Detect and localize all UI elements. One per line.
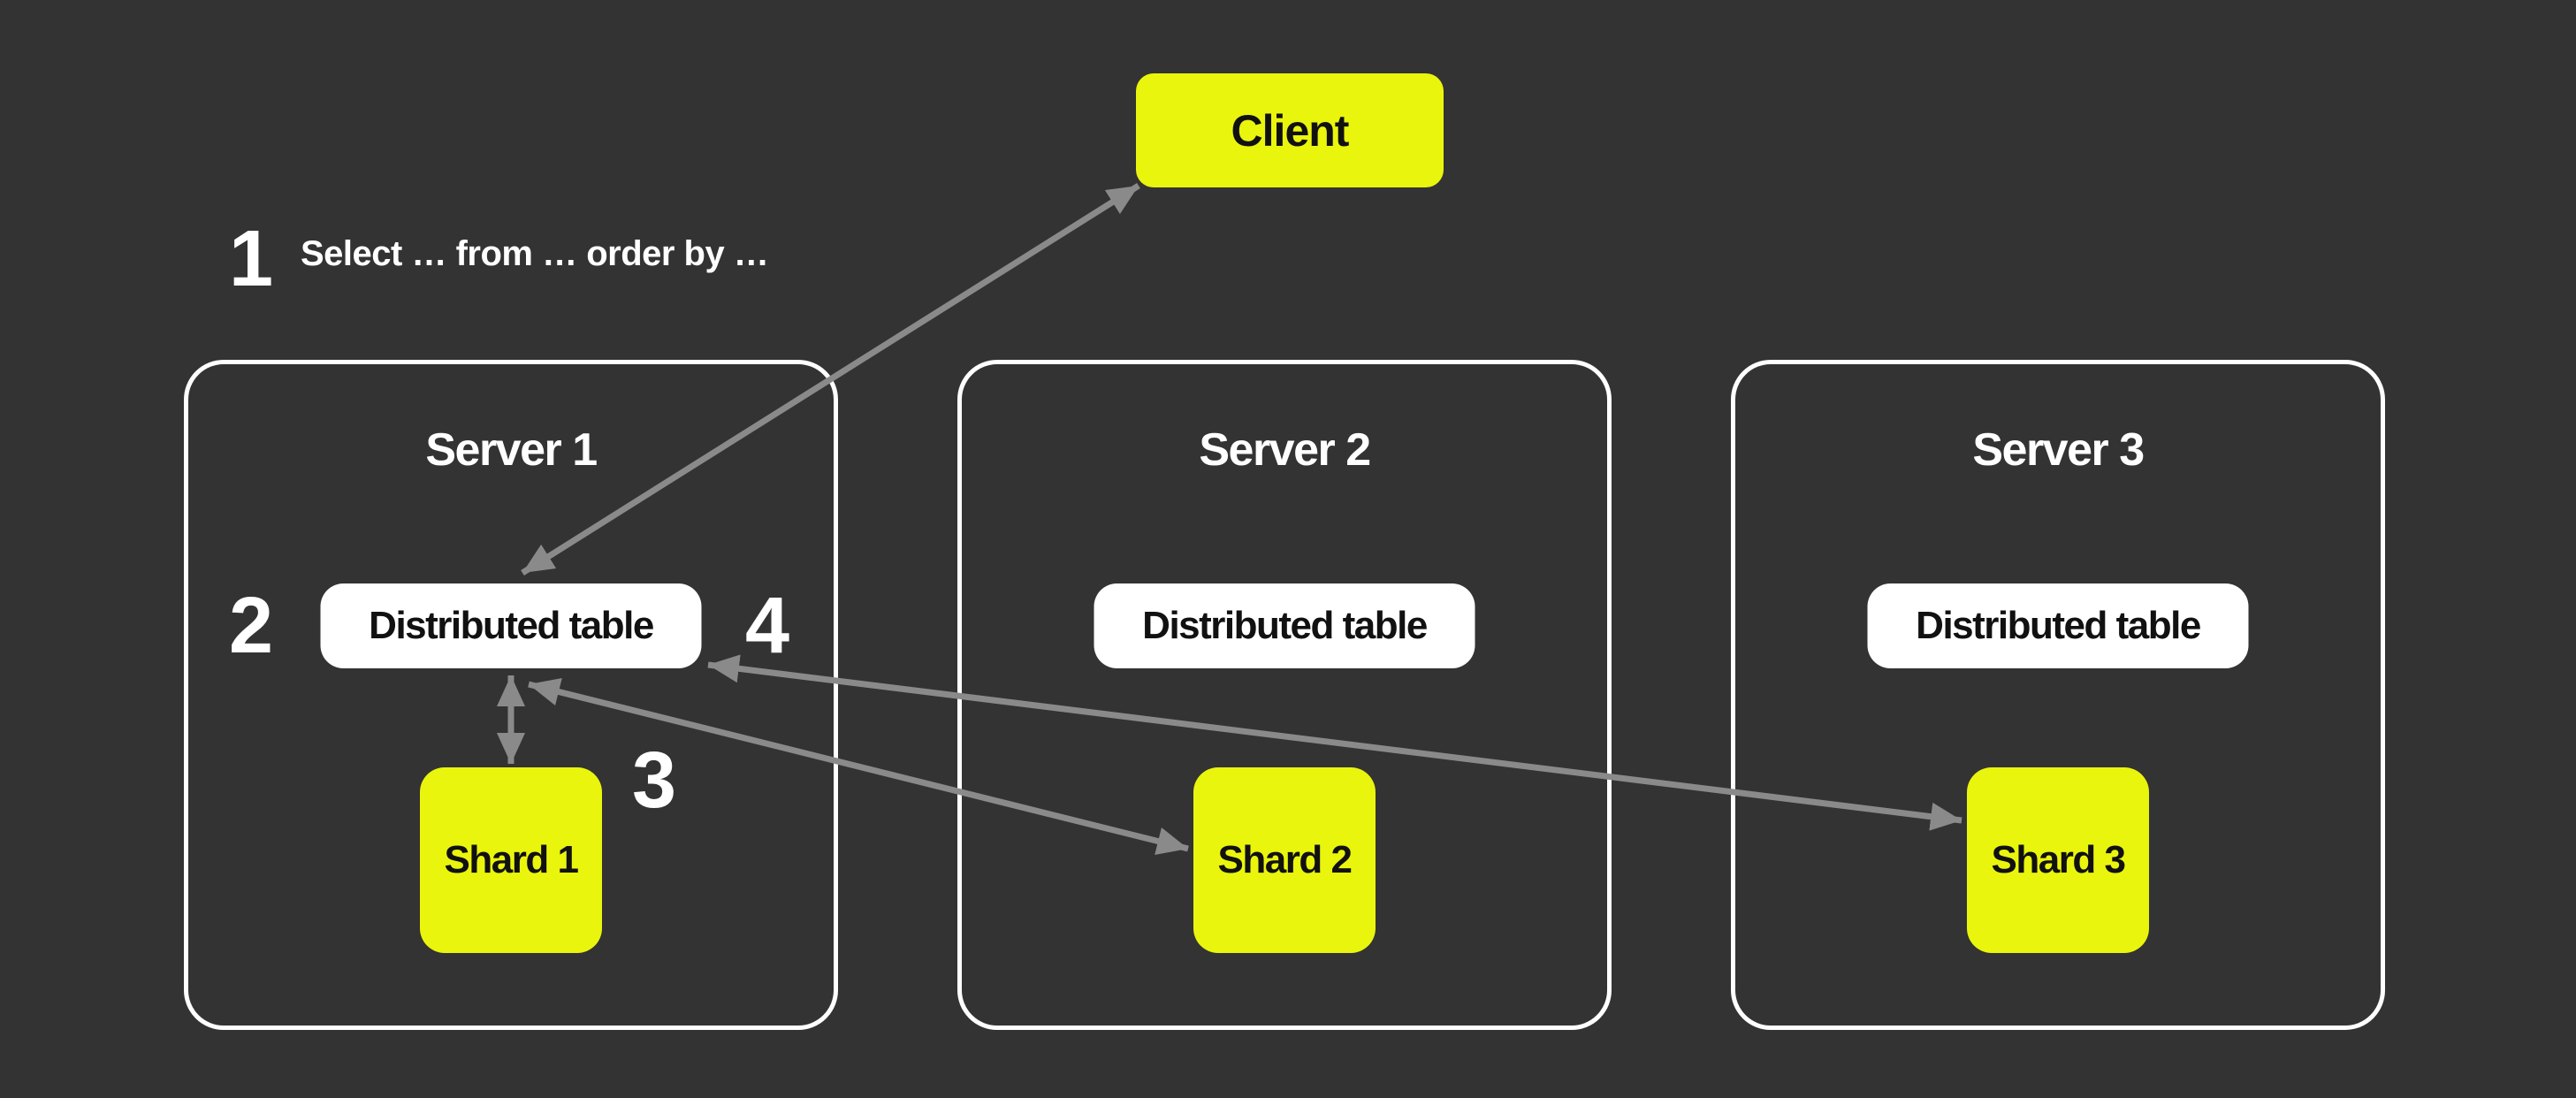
server-1-shard: Shard 1 — [420, 767, 602, 953]
server-1-box: Server 1 Distributed table Shard 1 — [184, 360, 838, 1030]
server-2-distributed-table-label: Distributed table — [1142, 604, 1428, 647]
client-label: Client — [1231, 105, 1350, 156]
server-2-shard-label: Shard 2 — [1217, 838, 1353, 881]
server-2-shard: Shard 2 — [1193, 767, 1376, 953]
server-3-distributed-table-label: Distributed table — [1916, 604, 2201, 647]
server-1-distributed-table: Distributed table — [320, 583, 702, 668]
server-2-box: Server 2 Distributed table Shard 2 — [957, 360, 1612, 1030]
server-3-distributed-table: Distributed table — [1867, 583, 2249, 668]
server-3-box: Server 3 Distributed table Shard 3 — [1731, 360, 2385, 1030]
step-1-query-text: Select … from … order by … — [301, 234, 769, 273]
client-box: Client — [1136, 73, 1444, 187]
server-3-shard: Shard 3 — [1967, 767, 2149, 953]
server-3-shard-label: Shard 3 — [1991, 838, 2126, 881]
server-1-distributed-table-label: Distributed table — [369, 604, 654, 647]
server-3-title: Server 3 — [1972, 424, 2145, 476]
server-1-title: Server 1 — [425, 424, 598, 476]
step-4-number: 4 — [745, 582, 789, 670]
server-2-distributed-table: Distributed table — [1094, 583, 1475, 668]
step-3-number: 3 — [632, 736, 676, 825]
step-2-number: 2 — [229, 582, 273, 670]
step-1-number: 1 — [229, 215, 273, 303]
server-1-shard-label: Shard 1 — [444, 838, 579, 881]
server-2-title: Server 2 — [1199, 424, 1371, 476]
